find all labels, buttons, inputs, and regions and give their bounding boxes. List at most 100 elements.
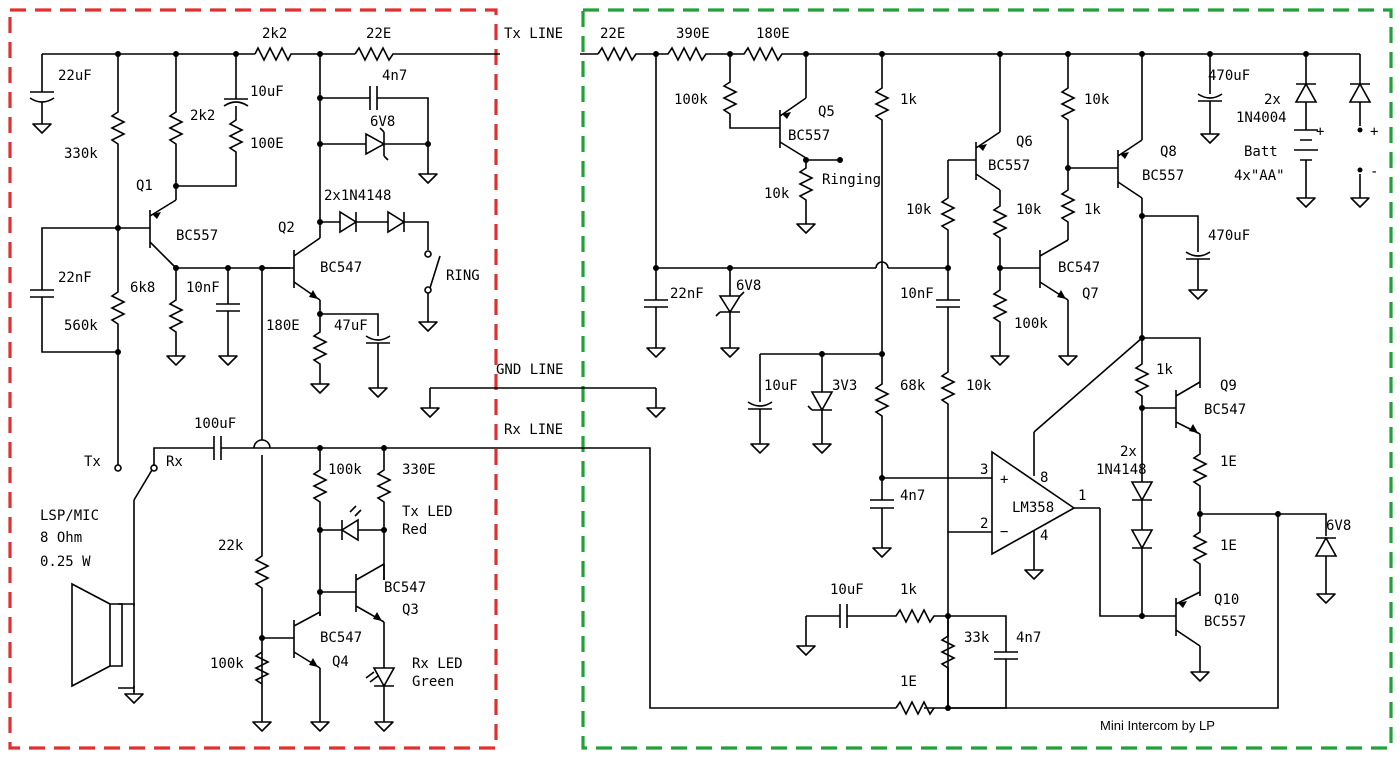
label-c-47uf: 47uF xyxy=(334,318,368,334)
label-r-1e-lower: 1E xyxy=(1220,538,1237,554)
label-diodes-1n4004: 1N4004 xyxy=(1236,110,1287,126)
label-c-4n7-mid: 4n7 xyxy=(900,488,925,504)
label-q2-type: BC547 xyxy=(320,260,362,276)
label-r-560k: 560k xyxy=(64,318,98,334)
label-r-100k-q4: 100k xyxy=(210,656,244,672)
label-q4-type: BC547 xyxy=(320,630,362,646)
label-c-470uf-mid: 470uF xyxy=(1208,228,1250,244)
credit-title: Mini Intercom by LP xyxy=(1100,718,1215,733)
label-gnd-line: GND LINE xyxy=(496,362,563,378)
label-plus-terminal: + xyxy=(1370,124,1378,140)
label-r-10k-q5: 10k xyxy=(764,186,790,202)
label-r-22k: 22k xyxy=(218,538,244,554)
label-rx: Rx xyxy=(166,454,183,470)
label-batt-plus-small: + xyxy=(1316,124,1324,140)
label-z-6v8-right: 6V8 xyxy=(1326,518,1351,534)
label-r-390e: 390E xyxy=(676,26,710,42)
label-r-10k-q8: 10k xyxy=(1084,92,1110,108)
label-c-10nf-left: 10nF xyxy=(186,280,220,296)
label-r-1k-q9: 1k xyxy=(1156,362,1173,378)
label-led-tx-color: Red xyxy=(402,522,427,538)
label-r-68k: 68k xyxy=(900,378,926,394)
label-q7-type: BC547 xyxy=(1058,260,1100,276)
label-tx-line: Tx LINE xyxy=(504,26,563,42)
label-q7: Q7 xyxy=(1082,286,1099,302)
label-r-1e-bottom: 1E xyxy=(900,674,917,690)
label-r-22e-left: 22E xyxy=(366,26,391,42)
label-q6: Q6 xyxy=(1016,134,1033,150)
label-r-10k-opamp: 10k xyxy=(966,378,992,394)
label-led-tx: Tx LED xyxy=(402,504,453,520)
label-r-1k-bottom: 1k xyxy=(900,582,917,598)
label-q9-type: BC547 xyxy=(1204,402,1246,418)
label-speaker-power: 0.25 W xyxy=(40,554,91,570)
label-q6-type: BC557 xyxy=(988,158,1030,174)
label-led-rx-color: Green xyxy=(412,674,454,690)
label-q8: Q8 xyxy=(1160,144,1177,160)
label-r-1k-top: 1k xyxy=(900,92,917,108)
label-c-100uf: 100uF xyxy=(194,416,236,432)
label-opamp: LM358 xyxy=(1012,500,1054,516)
label-q9: Q9 xyxy=(1220,378,1237,394)
label-q5-type: BC557 xyxy=(788,128,830,144)
label-z-6v8-left: 6V8 xyxy=(370,114,395,130)
label-z-6v8-mid: 6V8 xyxy=(736,278,761,294)
label-batt: Batt xyxy=(1244,144,1278,160)
label-r-180e-left: 180E xyxy=(266,318,300,334)
label-c-4n7-bottom: 4n7 xyxy=(1016,630,1041,646)
label-c-10uf-bottom: 10uF xyxy=(830,582,864,598)
label-c-470uf-top: 470uF xyxy=(1208,68,1250,84)
label-ring-switch: RING xyxy=(446,268,480,284)
label-z-3v3: 3V3 xyxy=(832,378,857,394)
label-rx-line: Rx LINE xyxy=(504,422,563,438)
label-speaker-type: LSP/MIC xyxy=(40,508,99,524)
label-plus-input: + xyxy=(1000,472,1008,488)
handset-border xyxy=(8,8,498,750)
label-led-rx: Rx LED xyxy=(412,656,463,672)
label-minus-terminal: - xyxy=(1370,164,1378,180)
label-c-4n7-left: 4n7 xyxy=(382,68,407,84)
label-q8-type: BC557 xyxy=(1142,168,1184,184)
label-r-33k: 33k xyxy=(964,630,990,646)
label-r-2k2-mid: 2k2 xyxy=(190,108,215,124)
label-pin8: 8 xyxy=(1040,470,1048,486)
label-q1: Q1 xyxy=(136,178,153,194)
label-r-1e-upper: 1E xyxy=(1220,454,1237,470)
label-q4: Q4 xyxy=(332,654,349,670)
label-q3-type: BC547 xyxy=(384,580,426,596)
label-c-22nf-right: 22nF xyxy=(670,286,704,302)
label-r-2k2-top: 2k2 xyxy=(262,26,287,42)
label-r-22e-right: 22E xyxy=(600,26,625,42)
label-diodes-1n4148-right: 1N4148 xyxy=(1096,462,1147,478)
label-r-330e: 330E xyxy=(402,462,436,478)
label-diodes-1n4148-count: 2x xyxy=(1120,444,1137,460)
label-q5: Q5 xyxy=(818,104,835,120)
label-ringing: Ringing xyxy=(822,172,881,188)
label-r-10k-q6-base: 10k xyxy=(906,202,932,218)
label-minus-input: − xyxy=(1000,524,1008,540)
label-c-10nf-right: 10nF xyxy=(900,286,934,302)
label-pin2: 2 xyxy=(980,516,988,532)
label-r-100k-q7: 100k xyxy=(1014,316,1048,332)
label-r-330k: 330k xyxy=(64,146,98,162)
label-c-22nf-left: 22nF xyxy=(58,270,92,286)
label-r-100k-led: 100k xyxy=(328,462,362,478)
label-pin1: 1 xyxy=(1078,488,1086,504)
base-border xyxy=(581,8,1393,750)
label-speaker-impedance: 8 Ohm xyxy=(40,530,82,546)
label-r-10k-q6-col: 10k xyxy=(1016,202,1042,218)
label-c-10uf: 10uF xyxy=(250,84,284,100)
label-q3: Q3 xyxy=(402,602,419,618)
handset-circuit xyxy=(29,46,896,732)
label-q2: Q2 xyxy=(278,220,295,236)
label-r-100e: 100E xyxy=(250,136,284,152)
label-q10: Q10 xyxy=(1214,592,1239,608)
label-pin4: 4 xyxy=(1040,528,1048,544)
label-r-100k-q5: 100k xyxy=(674,92,708,108)
base-circuit xyxy=(597,46,1372,716)
label-q1-type: BC557 xyxy=(176,228,218,244)
label-c-10uf-mid: 10uF xyxy=(764,378,798,394)
label-tx: Tx xyxy=(84,454,101,470)
label-batt-cells: 4x"AA" xyxy=(1234,168,1285,184)
